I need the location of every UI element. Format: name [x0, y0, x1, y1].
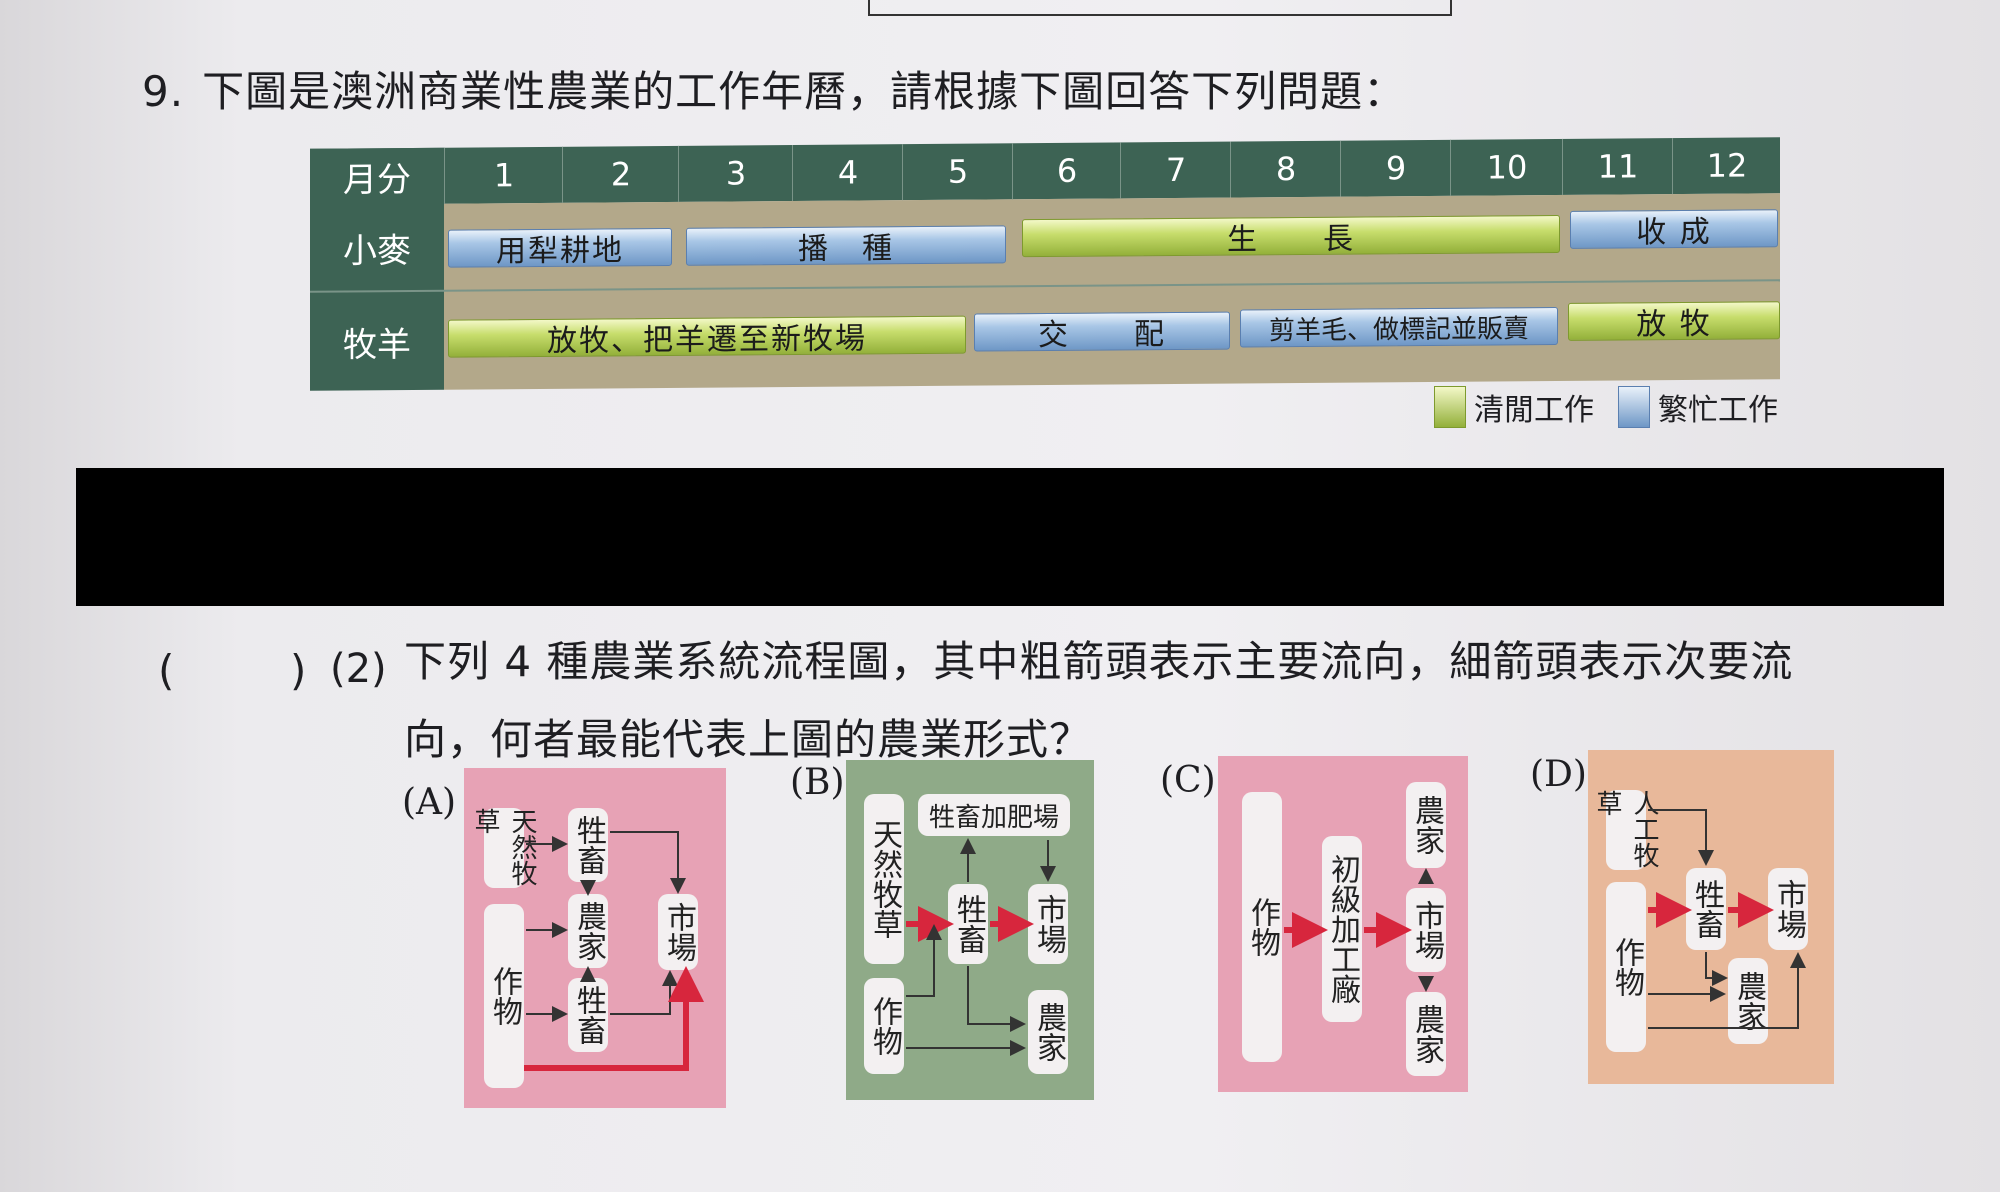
row-label-wheat: 小麥: [343, 230, 411, 272]
node-b-livestock: 牲畜: [948, 884, 988, 964]
task-bar-harvest: 收 成: [1570, 209, 1778, 250]
node-b-market: 市場: [1028, 884, 1068, 964]
option-label-c: (C): [1160, 760, 1216, 801]
row-label-sheep: 牧羊: [343, 324, 411, 366]
month-header-10: 10: [1450, 138, 1563, 196]
sub-question-number: (2): [330, 646, 387, 692]
month-header-7: 7: [1120, 141, 1231, 199]
month-header-5: 5: [902, 143, 1013, 201]
month-header-3: 3: [678, 144, 793, 202]
month-header-12: 12: [1672, 137, 1781, 195]
node-a-market: 市場: [658, 894, 698, 970]
task-bar-grazing: 放 牧: [1568, 301, 1780, 342]
node-a-farmer: 農家: [568, 894, 608, 968]
task-bar-plowing: 用犁耕地: [448, 227, 672, 269]
node-c-factory: 初級加工廠: [1322, 836, 1362, 1022]
node-c-market: 市場: [1406, 888, 1446, 972]
flowchart-a-arrows: [524, 831, 704, 1071]
node-a-crop: 作物: [484, 904, 524, 1088]
flowchart-d: 人工牧草 作物 牲畜 市場 農家: [1588, 750, 1834, 1084]
task-bar-growing: 生 長: [1022, 214, 1560, 258]
node-a-livestock-bottom: 牲畜: [568, 978, 608, 1052]
flowchart-c: 作物 初級加工廠 農家 市場 農家: [1218, 756, 1468, 1092]
month-header-8: 8: [1230, 140, 1341, 198]
question-number: 9.: [142, 67, 185, 116]
sub-question-line1: 下列 4 種農業系統流程圖，其中粗箭頭表示主要流向，細箭頭表示次要流: [404, 637, 1794, 686]
node-c-farmer-top: 農家: [1406, 782, 1446, 868]
node-b-feedlot: 牲畜加肥場: [918, 794, 1070, 836]
flowchart-d-arrows: [1648, 809, 1806, 1029]
node-a-livestock-top: 牲畜: [568, 808, 608, 882]
flowchart-a: 天然牧草 作物 牲畜 農家 牲畜 市場: [464, 768, 726, 1108]
answer-blank-close: ): [290, 646, 307, 695]
option-label-a: (A): [402, 782, 457, 823]
node-d-livestock: 牲畜: [1686, 868, 1726, 950]
node-b-farmer: 農家: [1028, 990, 1068, 1074]
option-label-d: (D): [1530, 754, 1587, 795]
legend-idle-swatch: [1434, 386, 1466, 428]
option-label-b: (B): [790, 762, 845, 803]
node-d-pasture: 人工牧草: [1592, 790, 1659, 870]
legend-busy-swatch: [1618, 386, 1650, 428]
node-d-market: 市場: [1768, 868, 1808, 950]
answer-blank-open: (: [158, 646, 175, 695]
sub-question-line2: 向，何者最能代表上圖的農業形式？: [404, 715, 1093, 764]
flowchart-b: 天然牧草 作物 牲畜加肥場 牲畜 市場 農家: [846, 760, 1094, 1100]
previous-figure-edge: [868, 0, 1452, 16]
task-bar-shearing: 剪羊毛、做標記並販賣: [1240, 306, 1558, 348]
task-bar-sowing: 播 種: [686, 225, 1006, 267]
question-text: 下圖是澳洲商業性農業的工作年曆，請根據下圖回答下列問題：: [202, 67, 1407, 116]
month-header-label: 月分: [343, 159, 411, 201]
legend-idle-label: 清閒工作: [1474, 393, 1594, 428]
node-d-farmer: 農家: [1728, 958, 1768, 1044]
month-header-2: 2: [562, 145, 679, 203]
node-d-crop: 作物: [1606, 882, 1646, 1052]
month-header-9: 9: [1340, 139, 1451, 197]
month-header-4: 4: [792, 144, 903, 201]
node-c-farmer-bottom: 農家: [1406, 992, 1446, 1076]
month-header-11: 11: [1562, 138, 1673, 195]
node-b-pasture: 天然牧草: [864, 794, 904, 964]
month-header-6: 6: [1012, 142, 1121, 200]
month-header-1: 1: [444, 146, 563, 204]
legend-busy: 繁忙工作: [1618, 385, 1778, 429]
flowchart-c-arrows: [1284, 868, 1434, 992]
node-b-crop: 作物: [864, 978, 904, 1074]
flowchart-b-arrows: [906, 838, 1056, 1056]
node-c-crop: 作物: [1242, 792, 1282, 1062]
legend-idle: 清閒工作: [1434, 385, 1594, 429]
question-title: 9. 下圖是澳洲商業性農業的工作年曆，請根據下圖回答下列問題：: [142, 58, 1406, 119]
redaction-bar: [76, 468, 1944, 606]
task-bar-grazing-migration: 放牧、把羊遷至新牧場: [448, 315, 966, 359]
legend-busy-label: 繁忙工作: [1658, 393, 1778, 428]
task-bar-mating: 交 配: [974, 311, 1230, 353]
